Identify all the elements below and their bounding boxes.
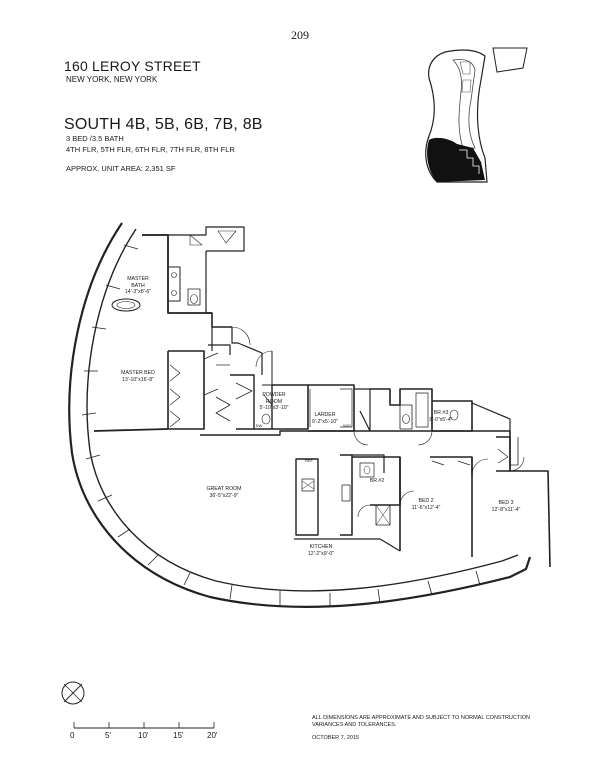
label-wd: W/D (343, 423, 351, 428)
room-bed2: BED 2 11'-6"x12'-4" (411, 498, 441, 511)
key-plan (425, 47, 528, 183)
scale-label-15: 15' (173, 731, 184, 740)
label-ref: REF (305, 458, 313, 463)
document-date: OCTOBER 7, 2015 (312, 735, 359, 741)
room-kitchen: KITCHEN 12'-2"x9'-0" (307, 544, 335, 557)
room-great-room: GREAT ROOM 36'-5"x22'-9" (206, 486, 242, 499)
room-larder: LARDER 9'-2"x5'-10" (311, 412, 339, 425)
unit-list: SOUTH 4B, 5B, 6B, 7B, 8B (64, 116, 263, 133)
room-master-bath: MASTER BATH 14'-3"x8'-6" (124, 276, 152, 295)
unit-area: APPROX. UNIT AREA: 2,351 SF (66, 164, 176, 173)
room-br2: BR #2 (369, 478, 385, 484)
building-address: 160 LEROY STREET (64, 58, 201, 74)
room-br3: BR #3 8'-0"x5'-4" (429, 410, 453, 423)
page-number: 209 (291, 28, 309, 42)
room-bed3: BED 3 12'-8"x11'-4" (491, 500, 521, 513)
bed-bath-count: 3 BED /3.5 BATH (66, 134, 124, 143)
label-dw: DW (255, 423, 263, 428)
building-city: NEW YORK, NEW YORK (66, 75, 158, 84)
floor-plan (68, 222, 551, 609)
floor-list: 4TH FLR, 5TH FLR, 6TH FLR, 7TH FLR, 8TH … (66, 145, 235, 154)
disclaimer: ALL DIMENSIONS ARE APPROXIMATE AND SUBJE… (312, 715, 531, 728)
scale-label-10: 10' (138, 731, 149, 740)
room-master-bed: MASTER BED 13'-10"x16'-8" (121, 370, 155, 383)
north-arrow-icon (61, 681, 85, 705)
scale-bar (73, 722, 215, 729)
scale-label-0: 0 (70, 731, 75, 740)
highlighted-unit (427, 137, 485, 182)
room-powder: POWDER ROOM 5'-10"x3'-10" (259, 392, 289, 411)
scale-label-5: 5' (105, 731, 111, 740)
scale-label-20: 20' (207, 731, 218, 740)
